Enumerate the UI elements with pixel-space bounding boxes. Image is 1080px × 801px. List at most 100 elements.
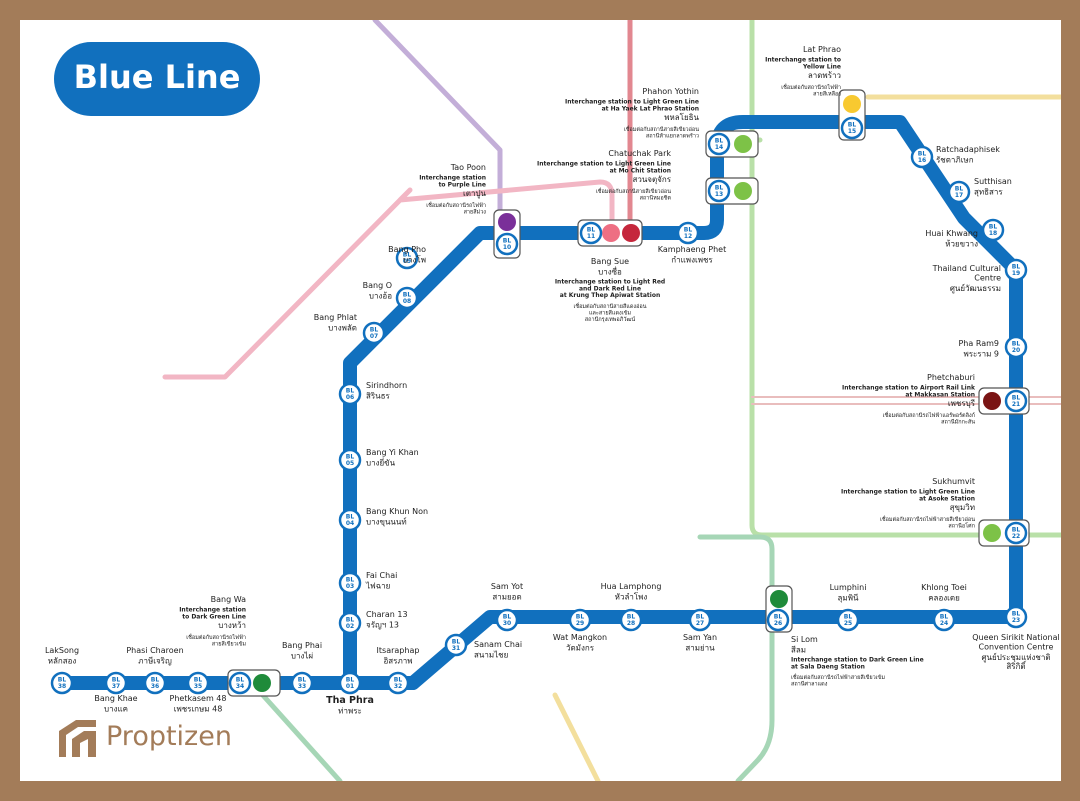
station-marker xyxy=(568,608,592,632)
station-code-line: BL xyxy=(394,677,403,684)
station-thai-line: บางขุนนนท์ xyxy=(366,517,407,527)
station-code-line: 02 xyxy=(346,623,354,630)
station-thai-note: เชื่อมต่อกับสถานีรถไฟฟ้าสายสีเขียวอ่อนสถ… xyxy=(880,515,975,530)
station-thai-line: บางพลัด xyxy=(328,324,357,333)
station-marker xyxy=(947,180,971,204)
station-marker xyxy=(104,671,128,695)
station-thai-line: หัวลำโพง xyxy=(615,592,648,602)
station-thai-line: ห้วยขวาง xyxy=(945,240,978,249)
station-name-line: Bang Khun Non xyxy=(366,507,428,516)
station-note-line: Interchange station to Light Green Line xyxy=(537,161,671,168)
station-code-line: 11 xyxy=(587,233,595,240)
station-thai: เพชรบุรี xyxy=(948,399,976,408)
station-name: Pha Ram9 xyxy=(958,339,999,348)
station-name: Ratchadaphisek xyxy=(936,145,1000,154)
station-name: Si Lom xyxy=(791,635,818,644)
station-thai: บางแค xyxy=(104,705,128,714)
interchange-dot xyxy=(498,213,516,231)
station-marker xyxy=(50,671,74,695)
station-name: Sanam Chai xyxy=(474,640,522,649)
yellow-line-lower xyxy=(552,692,601,781)
station-code-line: 15 xyxy=(848,128,856,135)
station-code-line: BL xyxy=(774,614,783,621)
station-thai: สามย่าน xyxy=(685,644,715,653)
station-thai-line: สุทธิสาร xyxy=(974,188,1003,197)
station-name-line: Sanam Chai xyxy=(474,640,522,649)
station-code-line: 38 xyxy=(58,683,66,690)
station-thai-line: อิสรภาพ xyxy=(383,657,412,666)
station-marker xyxy=(1004,389,1028,413)
station-thai-note-line: สถานีศาลาแดง xyxy=(791,681,828,688)
station-note-line: Interchange station to Dark Green Line xyxy=(791,657,924,664)
station-thai-line: ท่าพระ xyxy=(338,707,362,716)
station-name: Bang Wa xyxy=(211,595,246,604)
station-name: Sam Yot xyxy=(491,582,523,591)
station-code-line: BL xyxy=(151,677,160,684)
station-thai-line: วัดมังกร xyxy=(566,644,595,653)
station-marker xyxy=(290,671,314,695)
station-code-line: 31 xyxy=(452,645,460,652)
station-name-line: Wat Mangkon xyxy=(553,633,607,642)
station-code-line: 26 xyxy=(774,620,782,627)
station-thai-note-line: สถานีมักกะสัน xyxy=(941,419,975,426)
station-note-line: Interchange station to xyxy=(765,57,841,64)
station-thai: ศูนย์วัฒนธรรม xyxy=(950,283,1001,294)
station-name: Bang Pho xyxy=(388,245,426,254)
station-name-line: Fai Chai xyxy=(366,571,397,580)
station-thai-line: บางหว้า xyxy=(218,621,246,630)
